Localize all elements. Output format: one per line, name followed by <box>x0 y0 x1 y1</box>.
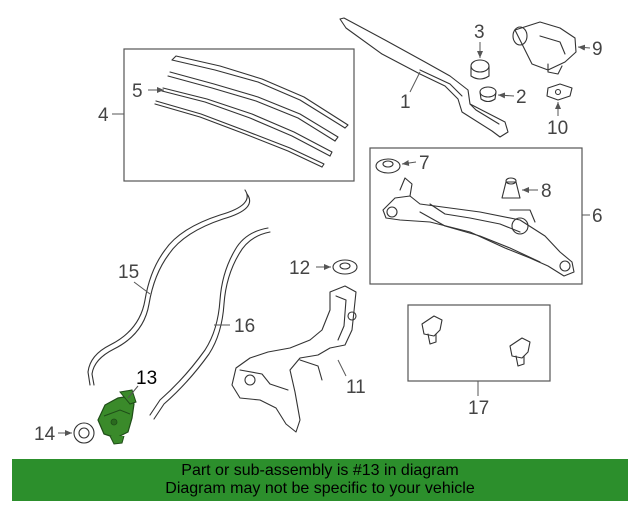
leader-1 <box>409 71 421 93</box>
leader-7 <box>401 160 417 166</box>
wiper-linkage <box>382 177 575 277</box>
linkage-bushing-7 <box>375 158 401 174</box>
leader-15 <box>133 281 151 295</box>
wiper-blade-assembly <box>154 55 349 168</box>
callout-2: 2 <box>516 87 527 108</box>
callout-10: 10 <box>547 118 568 139</box>
washer-hose-16 <box>149 227 269 416</box>
washer-hose-16-edge <box>153 231 271 420</box>
info-banner: Part or sub-assembly is #13 in diagram D… <box>12 459 628 501</box>
callout-12: 12 <box>289 258 310 279</box>
leader-13 <box>127 385 139 399</box>
leader-11 <box>337 359 347 377</box>
washer-nozzle-box <box>407 304 551 382</box>
grommet <box>332 259 358 275</box>
washer-nozzle-right <box>509 337 531 367</box>
callout-16: 16 <box>234 316 255 337</box>
callout-3: 3 <box>474 22 485 43</box>
linkage-bushing-8 <box>501 177 521 199</box>
pivot-nut <box>479 86 497 103</box>
washer-hose-15-edge <box>91 193 251 386</box>
leader-2 <box>497 92 515 99</box>
callout-15: 15 <box>118 262 139 283</box>
wiper-arm <box>339 17 509 138</box>
callout-1: 1 <box>400 92 411 113</box>
pump-grommet <box>73 422 95 444</box>
callout-7: 7 <box>419 153 430 174</box>
callout-8: 8 <box>541 181 552 202</box>
washer-reservoir <box>231 285 357 433</box>
washer-hose-15 <box>87 189 248 386</box>
wiper-blade-box <box>123 48 355 182</box>
motor-bracket <box>546 83 573 101</box>
callout-17: 17 <box>468 398 489 419</box>
banner-line-2: Diagram may not be specific to your vehi… <box>165 480 475 497</box>
callout-4: 4 <box>98 105 109 126</box>
callout-9: 9 <box>592 39 603 60</box>
callout-11: 11 <box>346 377 366 398</box>
callout-13: 13 <box>136 368 157 389</box>
pivot-cap <box>470 59 490 80</box>
callout-5: 5 <box>132 81 143 102</box>
washer-nozzle-left <box>421 315 443 345</box>
callout-6: 6 <box>592 206 603 227</box>
callout-14: 14 <box>34 424 56 445</box>
wiper-linkage-box <box>369 147 583 285</box>
washer-pump-highlighted <box>97 389 137 445</box>
leader-9 <box>577 44 591 51</box>
wiper-motor <box>512 21 577 75</box>
banner-line-1: Part or sub-assembly is #13 in diagram <box>181 462 459 479</box>
